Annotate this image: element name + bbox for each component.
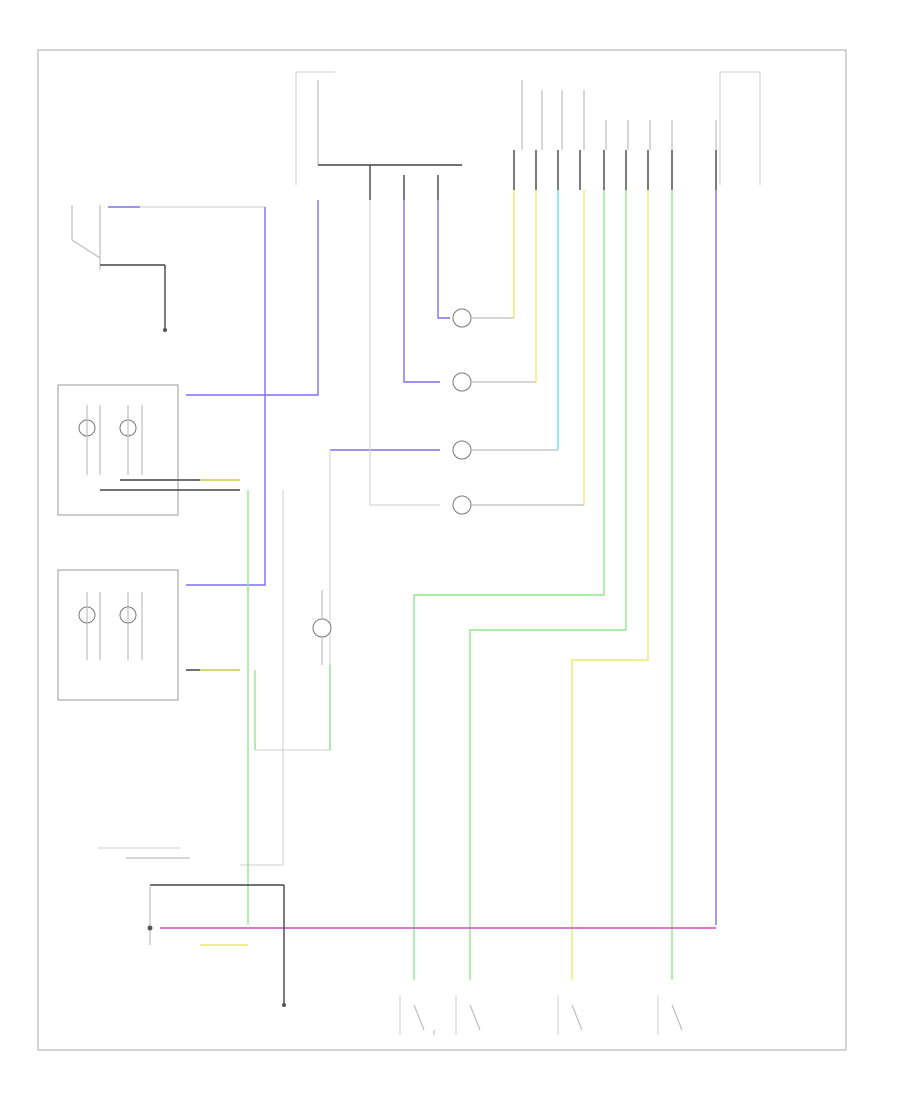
center-lamps [452, 308, 584, 515]
yellow-wires [513, 190, 649, 980]
door-switch-3 [557, 995, 583, 1035]
fuse-box-top [295, 71, 462, 185]
top-connector-pins [521, 80, 717, 150]
bus-drops [369, 165, 439, 200]
front-passenger-lamp-bulb [452, 372, 472, 392]
left-lamp-bulb [452, 440, 472, 460]
trunk-lamp [312, 590, 332, 665]
ground-wire [282, 885, 286, 1007]
door-switch-1 [399, 995, 435, 1035]
diagram-frame [37, 49, 847, 1051]
front-individual-lamp-box [57, 569, 179, 701]
gray-wires [240, 200, 440, 866]
door-switch-2 [455, 995, 481, 1035]
blue-wires [186, 190, 717, 925]
rear-lamp-bulb [452, 308, 472, 328]
left-connector-stubs [186, 479, 240, 671]
green-wires [247, 190, 673, 980]
right-lamp-bulb [452, 495, 472, 515]
door-switches [399, 995, 683, 1035]
door-switch-4 [657, 995, 683, 1035]
interior-light-switch [98, 847, 284, 946]
connector-drops [513, 150, 717, 190]
front-passenger-courtesy-switch [71, 205, 265, 332]
control-unit-top-right [719, 71, 761, 185]
spot-lamp-box [57, 384, 240, 516]
